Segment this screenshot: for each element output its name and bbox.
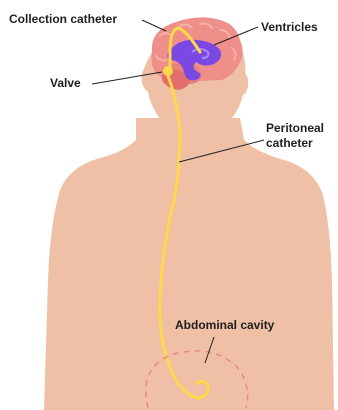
valve-shape — [163, 66, 173, 76]
torso — [44, 118, 334, 410]
label-ventricles: Ventricles — [261, 20, 318, 34]
label-peritoneal-line1: Peritoneal — [266, 121, 324, 135]
ear — [236, 72, 248, 96]
label-valve: Valve — [50, 76, 81, 90]
label-collection-catheter: Collection catheter — [9, 12, 117, 26]
collection-catheter-leader — [142, 20, 166, 31]
label-peritoneal-line2: catheter — [266, 136, 313, 150]
label-abdominal-cavity: Abdominal cavity — [175, 318, 275, 332]
